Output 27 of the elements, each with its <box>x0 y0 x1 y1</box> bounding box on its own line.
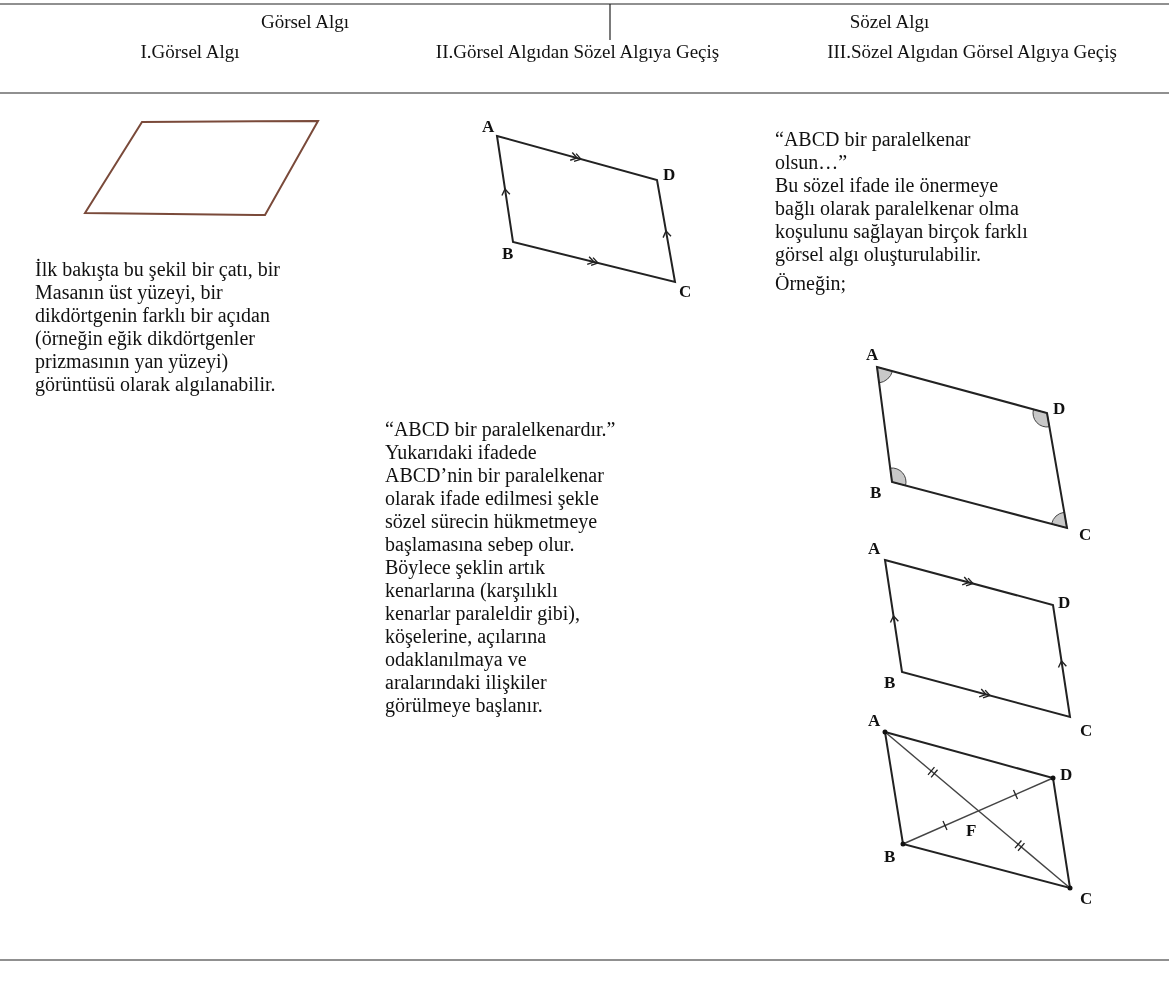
vertex-label: A <box>482 118 495 136</box>
vertex-label: F <box>966 822 977 840</box>
vertex-label: B <box>870 484 882 502</box>
vertex-label: B <box>884 848 896 866</box>
vertex-label: A <box>868 540 881 558</box>
description-text: “ABCD bir paralelkenardır.” Yukarıdaki ifadede ABCD’nin bir paralelkenar olarak ifade edilmesi şekle sözel sürecin hükmetmeye başlamasına sebep olur. Böylece şeklin artık kenarlarına (karşılıklı kenarlar paraleldir gibi), köşelerine, açılarına odaklanılmaya ve aralarındaki ilişkiler görülmeye başlanır. <box>385 418 617 717</box>
vertex-label: D <box>1060 766 1073 784</box>
vertex-label: C <box>1080 722 1093 740</box>
vertex-label: D <box>1058 594 1071 612</box>
description-text: Örneğin; <box>775 272 848 295</box>
vertex-label: A <box>868 712 881 730</box>
column-header: I.Görsel Algı <box>139 40 241 64</box>
column-header: III.Sözel Algıdan Görsel Algıya Geçiş <box>826 40 1118 64</box>
vertex-label: D <box>663 166 676 184</box>
vertex-label: A <box>866 346 879 364</box>
vertex-label: C <box>1079 526 1092 544</box>
vertex-label: B <box>502 245 514 263</box>
vertex-label: C <box>1080 890 1093 908</box>
description-text: Bu sözel ifade ile önermeye bağlı olarak paralelkenar olma koşulunu sağlayan birçok farklı görsel algı oluşturulabilir. <box>775 174 1029 266</box>
column-header: Görsel Algı <box>259 10 351 34</box>
description-text: İlk bakışta bu şekil bir çatı, bir Masanın üst yüzeyi, bir dikdörtgenin farklı bir açıdan (örneğin eğik dikdörtgenler prizmasının yan yüzeyi) görüntüsü olarak algılanabilir. <box>35 258 281 396</box>
column-header: Sözel Algı <box>848 10 931 34</box>
column-header: II.Görsel Algıdan Sözel Algıya Geçiş <box>434 40 721 64</box>
vertex-label: D <box>1053 400 1066 418</box>
description-text: “ABCD bir paralelkenar olsun…” <box>775 128 972 174</box>
vertex-label: B <box>884 674 896 692</box>
vertex-label: C <box>679 283 692 301</box>
